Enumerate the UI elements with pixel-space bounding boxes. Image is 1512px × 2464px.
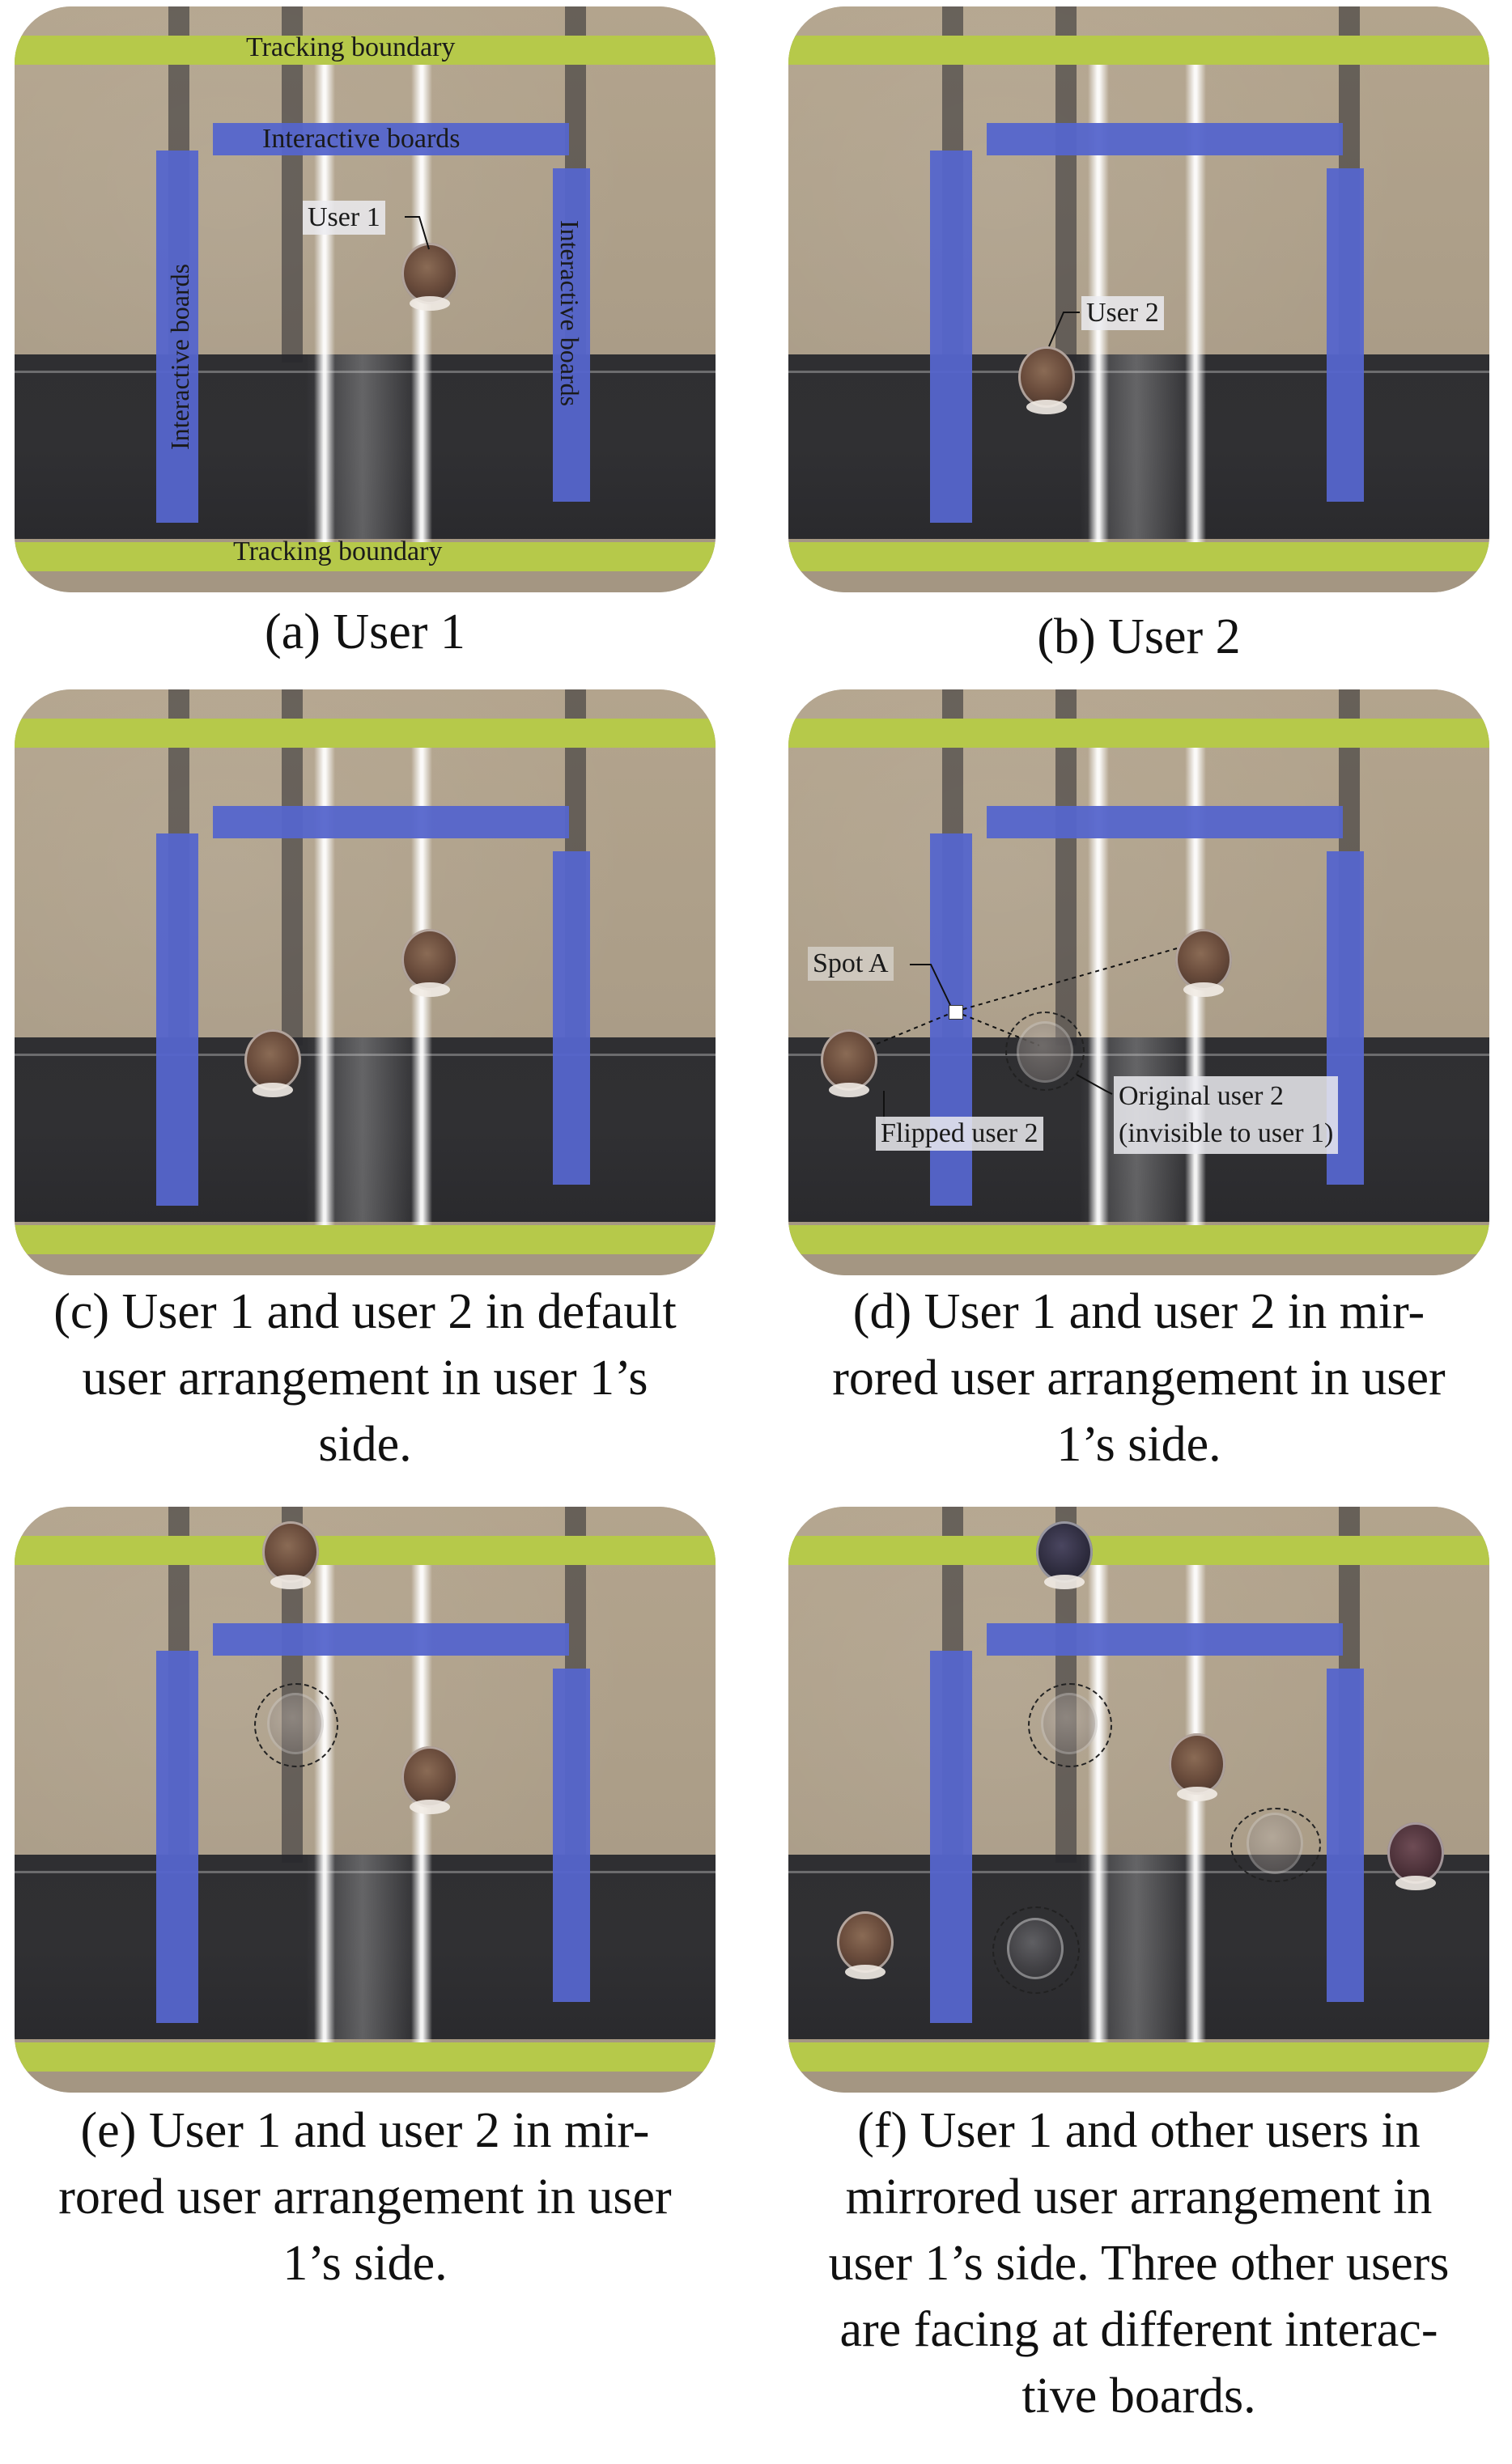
shadow-band: [788, 354, 1489, 539]
user1-label: User 1: [303, 201, 385, 235]
tracking-boundary-bottom: [15, 1225, 716, 1254]
original-user-head: [1041, 1693, 1098, 1754]
flipped-user2-head: [821, 1029, 877, 1097]
spot-a-marker: [949, 1005, 963, 1020]
user1-head: [1175, 929, 1232, 997]
interactive-boards-label: Interactive boards: [262, 124, 461, 154]
caption-c-line3: side.: [318, 1417, 412, 1472]
interactive-board-left: [930, 151, 972, 523]
other-user-head: [1387, 1822, 1444, 1890]
user1-head: [1169, 1733, 1225, 1801]
other-user-head: [837, 1911, 894, 1979]
tracking-boundary-top: [788, 1536, 1489, 1565]
original-user2-marker: [254, 1683, 338, 1767]
caption-d: (d) User 1 and user 2 in mir- rored user…: [788, 1279, 1489, 1478]
original-user-head: [1007, 1918, 1064, 1979]
caption-c-line2: user arrangement in user 1’s: [82, 1351, 648, 1406]
shadow-band: [788, 1855, 1489, 2039]
interactive-board-top: [213, 123, 569, 155]
tracking-boundary-label: Tracking boundary: [246, 32, 456, 62]
flipped-user-head: [1036, 1521, 1093, 1589]
original-user-head: [1247, 1813, 1303, 1874]
interactive-board-top: [987, 1623, 1343, 1656]
interactive-boards-label: Interactive boards: [165, 263, 194, 450]
tracking-boundary-top: [788, 719, 1489, 748]
interactive-board-right: [553, 851, 590, 1185]
tracking-boundary-top: [788, 36, 1489, 65]
original-user-marker: [1028, 1683, 1112, 1767]
tracking-boundary-top: [15, 719, 716, 748]
caption-b: (b) User 2: [1037, 609, 1241, 664]
interactive-board-right: [553, 168, 590, 502]
user2-label: User 2: [1081, 296, 1164, 330]
original-user-marker: [992, 1906, 1080, 1994]
interactive-boards-label: Interactive boards: [555, 220, 584, 407]
caption-d-line3: 1’s side.: [1056, 1417, 1221, 1472]
original-user2-label: Original user 2 (invisible to user 1): [1114, 1076, 1339, 1154]
flipped-user2-head: [262, 1521, 319, 1589]
tracking-boundary-bottom: [788, 1225, 1489, 1254]
original-user-marker: [1230, 1808, 1321, 1882]
dark-column: [1055, 6, 1077, 363]
caption-f-line3: user 1’s side. Three other users: [828, 2236, 1450, 2291]
interactive-board-top: [213, 806, 569, 838]
user1-head: [401, 929, 458, 997]
tracking-boundary-bottom: [788, 542, 1489, 571]
panel-f-other-users: [788, 1507, 1489, 2093]
interactive-board-right: [553, 1669, 590, 2002]
shadow-band: [15, 354, 716, 539]
original-user2-head: [267, 1693, 324, 1754]
interactive-board-left: [156, 1651, 198, 2023]
original-user2-marker: [1005, 1011, 1085, 1091]
caption-c-line1: (c) User 1 and user 2 in default: [53, 1284, 677, 1339]
shadow-band: [15, 1855, 716, 2039]
original-user2-label-line2: (invisible to user 1): [1119, 1118, 1334, 1148]
interactive-board-top: [987, 806, 1343, 838]
interactive-board-left: [930, 1651, 972, 2023]
interactive-board-right: [1327, 168, 1364, 502]
shadow-band: [15, 1037, 716, 1222]
original-user2-head: [1017, 1021, 1073, 1083]
caption-f-line2: mirrored user arrangement in: [845, 2169, 1433, 2224]
tracking-boundary-bottom: [15, 2042, 716, 2072]
panel-e-mirrored-arrangement: [15, 1507, 716, 2093]
caption-d-line2: rored user arrangement in user: [832, 1351, 1446, 1406]
panel-a-user1: Tracking boundary Tracking boundary Inte…: [15, 6, 716, 592]
caption-f-line5: tive boards.: [1021, 2369, 1256, 2424]
caption-f: (f) User 1 and other users in mirrored u…: [788, 2097, 1489, 2429]
tracking-boundary-label: Tracking boundary: [233, 536, 443, 566]
caption-c: (c) User 1 and user 2 in default user ar…: [15, 1279, 716, 1478]
spot-a-label: Spot A: [808, 947, 894, 981]
flipped-user2-label: Flipped user 2: [876, 1117, 1043, 1151]
tracking-boundary-bottom: [788, 2042, 1489, 2072]
caption-f-line4: are facing at different interac-: [839, 2302, 1438, 2357]
dark-column: [282, 6, 303, 363]
interactive-board-top: [987, 123, 1343, 155]
user1-head: [401, 1746, 458, 1814]
caption-f-line1: (f) User 1 and other users in: [857, 2103, 1421, 2158]
caption-e-line2: rored user arrangement in user: [58, 2169, 672, 2224]
original-user2-label-line1: Original user 2: [1119, 1081, 1284, 1111]
dark-column: [282, 689, 303, 1045]
caption-d-line1: (d) User 1 and user 2 in mir-: [852, 1284, 1425, 1339]
caption-e-line3: 1’s side.: [282, 2236, 448, 2291]
caption-e: (e) User 1 and user 2 in mir- rored user…: [15, 2097, 716, 2296]
panel-b-user2: User 2: [788, 6, 1489, 592]
caption-e-line1: (e) User 1 and user 2 in mir-: [80, 2103, 650, 2158]
interactive-board-left: [156, 151, 198, 523]
user2-head: [244, 1029, 301, 1097]
tracking-boundary-top: [15, 1536, 716, 1565]
panel-c-default-arrangement: [15, 689, 716, 1275]
interactive-board-left: [156, 833, 198, 1206]
tracking-boundary-bottom: [15, 542, 716, 571]
user2-head: [1018, 346, 1075, 414]
user1-head: [401, 243, 458, 311]
tracking-boundary-top: [15, 36, 716, 65]
caption-a: (a) User 1: [265, 604, 465, 659]
panel-d-mirrored-arrangement: Spot A Flipped user 2 Original user 2 (i…: [788, 689, 1489, 1275]
interactive-board-right: [1327, 1669, 1364, 2002]
interactive-board-top: [213, 1623, 569, 1656]
